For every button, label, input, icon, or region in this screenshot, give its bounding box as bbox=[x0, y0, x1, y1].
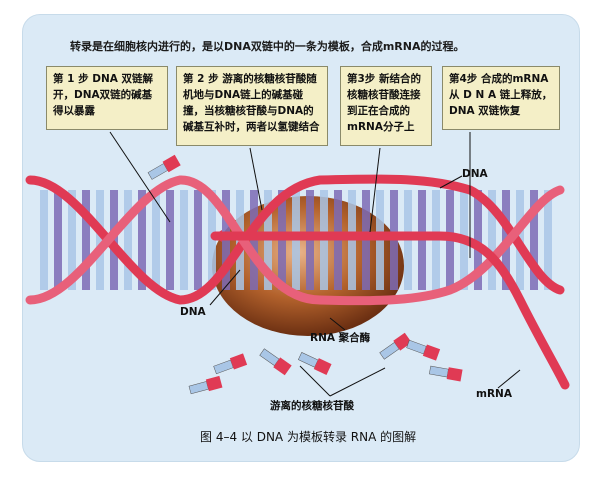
base-pair-rung bbox=[96, 190, 104, 290]
free-nucleotide bbox=[429, 365, 463, 382]
pointer-line bbox=[497, 369, 521, 389]
mrna-label: mRNA bbox=[476, 388, 512, 400]
free-nucleotide bbox=[213, 353, 248, 375]
base-pair-rung bbox=[208, 190, 216, 290]
pointer-line bbox=[249, 147, 263, 211]
free-nucleotide bbox=[188, 375, 223, 395]
figure-caption: 图 4–4 以 DNA 为模板转录 RNA 的图解 bbox=[200, 430, 417, 444]
base-pair-rung bbox=[40, 190, 48, 290]
base-pair-rung bbox=[124, 190, 132, 290]
pointer-line bbox=[109, 131, 171, 223]
base-pair-rung bbox=[54, 190, 62, 290]
intro-text: 转录是在细胞核内进行的，是以DNA双链中的一条为模板，合成mRNA的过程。 bbox=[70, 40, 465, 53]
free-nucleotide bbox=[147, 154, 181, 180]
base-pair-rung bbox=[82, 190, 90, 290]
base-pair-rung bbox=[166, 190, 174, 290]
free-nucleotide bbox=[379, 332, 412, 360]
dna-label-left: DNA bbox=[180, 306, 206, 318]
pointer-line bbox=[369, 147, 381, 233]
free-nucleotides bbox=[147, 154, 463, 395]
dna-backbone-top bbox=[25, 174, 565, 305]
step-2-note: 第 2 步 游离的核糖核苷酸随机地与DNA链上的碱基碰撞，当核糖核苷酸与DNA的… bbox=[176, 66, 328, 146]
base-pair-rung bbox=[530, 190, 538, 290]
synthesis-direction-arrow bbox=[212, 230, 222, 242]
pointer-line bbox=[329, 367, 386, 397]
base-pair-rung bbox=[68, 190, 76, 290]
base-pair-rung bbox=[152, 190, 160, 290]
step-4-note: 第4步 合成的mRNA从 D N A 链上释放，DNA 双链恢复 bbox=[442, 66, 560, 130]
base-pair-rung bbox=[180, 190, 188, 290]
step-3-note: 第3步 新结合的核糖核苷酸连接到正在合成的mRNA分子上 bbox=[340, 66, 432, 146]
base-pair-rung bbox=[194, 190, 202, 290]
free-nucleotide bbox=[297, 352, 332, 375]
free-nucleotide bbox=[406, 339, 441, 361]
base-pair-rung bbox=[544, 190, 552, 290]
pointer-line bbox=[329, 317, 346, 331]
dna-backbone-bottom bbox=[25, 175, 565, 306]
dna-label-top: DNA bbox=[462, 168, 488, 180]
pointer-line bbox=[299, 365, 331, 397]
pointer-line bbox=[209, 269, 241, 306]
free-nucleotide bbox=[259, 348, 292, 376]
free-nucleotides-label: 游离的核糖核苷酸 bbox=[270, 400, 354, 412]
pointer-line bbox=[439, 175, 463, 189]
base-pair-rung bbox=[488, 190, 496, 290]
mrna-strand bbox=[210, 231, 570, 390]
base-pair-rung bbox=[474, 190, 482, 290]
step-1-note: 第 1 步 DNA 双链解开，DNA双链的碱基得以暴露 bbox=[46, 66, 168, 130]
base-pair-rung bbox=[138, 190, 146, 290]
rna-polymerase-label: RNA 聚合酶 bbox=[310, 332, 371, 344]
